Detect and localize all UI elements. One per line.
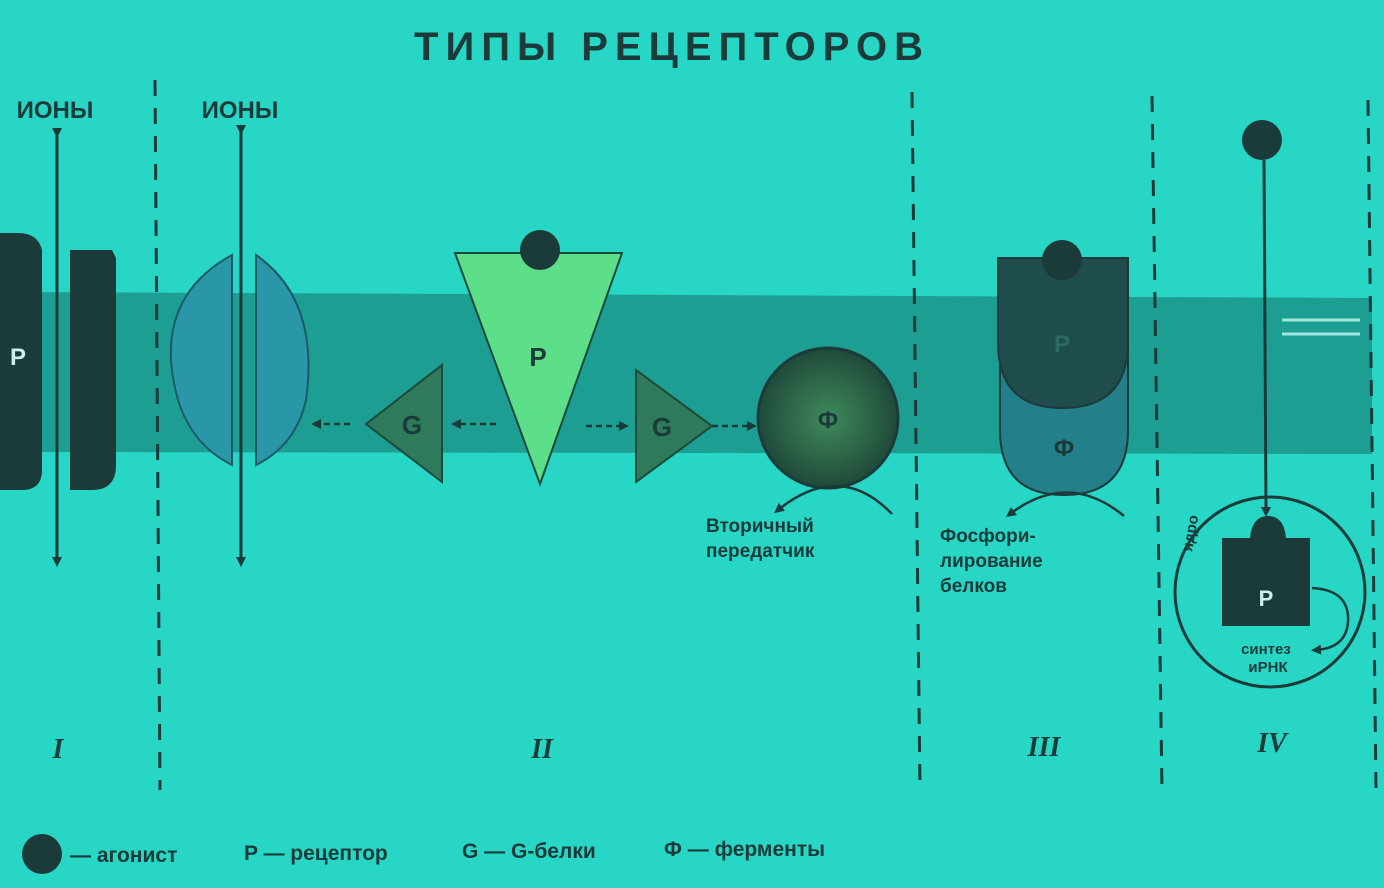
g-protein-label-right: G — [652, 412, 672, 442]
synthesis-line2: иРНК — [1248, 659, 1288, 676]
mrna-synthesis-label: синтез иРНК — [1241, 641, 1295, 676]
agonist-dot-2 — [520, 230, 560, 270]
legend-g-proteins: G — G-белки — [462, 840, 596, 863]
agonist-dot-4 — [1242, 120, 1282, 160]
divider-2 — [910, 91, 922, 791]
enzyme-circle — [756, 346, 900, 490]
section-label-2: II — [530, 734, 554, 765]
mrna-synthesis-arrow — [1311, 586, 1350, 655]
phosph-line1: Фосфори- — [940, 526, 1036, 547]
lens-channel-left — [169, 253, 233, 467]
phosphorylation-arrow — [1006, 491, 1125, 518]
section-label-4: IV — [1256, 728, 1289, 759]
g-protein-left — [364, 362, 443, 485]
second-messenger-line2: передатчик — [706, 541, 815, 562]
legend: — агонист P — рецептор G — G-белки Ф — ф… — [22, 834, 825, 874]
intracellular-receptor — [1222, 516, 1310, 626]
enzyme-label-2: Ф — [818, 407, 838, 434]
page-title: ТИПЫ РЕЦЕПТОРОВ — [414, 25, 930, 69]
ion-channel-left-subunit — [0, 233, 42, 490]
receptor-label-1: P — [10, 344, 26, 371]
phosphorylation-label: Фосфори- лирование белков — [940, 526, 1048, 597]
section-label-3: III — [1027, 732, 1062, 763]
divider-4 — [1366, 99, 1378, 791]
ion-channel-right-subunit — [70, 250, 116, 490]
receptor-label-3: P — [1054, 331, 1070, 358]
agonist-entry-arrow — [1260, 159, 1271, 517]
section-dividers — [153, 79, 1378, 791]
legend-agonist-dot — [22, 834, 62, 874]
second-messenger-label: Вторичный передатчик — [706, 516, 819, 562]
second-messenger-arrow — [774, 484, 893, 515]
legend-agonist: — агонист — [70, 844, 177, 867]
nucleus-circle — [1173, 495, 1367, 689]
phosph-line3: белков — [940, 576, 1007, 597]
divider-3 — [1150, 95, 1164, 791]
agonist-dot-3 — [1042, 240, 1082, 280]
ions-label-1: ИОНЫ — [17, 97, 94, 124]
divider-1 — [153, 79, 162, 791]
enzyme-label-3: Ф — [1054, 435, 1074, 462]
receptor-label-4: P — [1259, 586, 1274, 611]
legend-receptor: P — рецептор — [244, 842, 388, 865]
g-protein-right — [635, 368, 714, 484]
synthesis-line1: синтез — [1241, 641, 1291, 658]
lens-channel-right — [255, 253, 310, 467]
nucleus-label: ядро — [1179, 514, 1202, 553]
enzyme-receptor-top — [997, 257, 1129, 410]
g-protein-label-left: G — [402, 410, 422, 440]
receptor-label-2: P — [529, 342, 546, 372]
ions-label-2: ИОНЫ — [202, 97, 279, 124]
legend-enzymes: Ф — ферменты — [664, 838, 825, 861]
section-label-1: I — [52, 734, 65, 765]
second-messenger-line1: Вторичный — [706, 516, 814, 537]
phosph-line2: лирование — [940, 551, 1043, 572]
